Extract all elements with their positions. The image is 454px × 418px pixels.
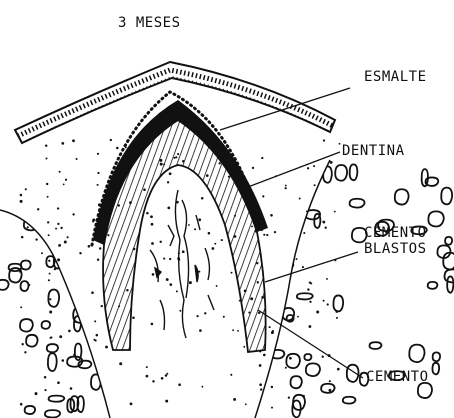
diagram-title: 3 MESES bbox=[118, 16, 181, 30]
label-cemento: CEMENTO bbox=[366, 370, 429, 384]
label-esmalte: ESMALTE bbox=[364, 70, 427, 84]
dental-pulp bbox=[150, 190, 214, 338]
label-dentina: DENTINA bbox=[342, 144, 405, 158]
label-cementoblastos-line2: BLASTOS bbox=[364, 242, 427, 256]
alveolar-bone-left bbox=[0, 210, 111, 418]
label-cementoblastos-line1: CEMENTO bbox=[364, 226, 427, 240]
